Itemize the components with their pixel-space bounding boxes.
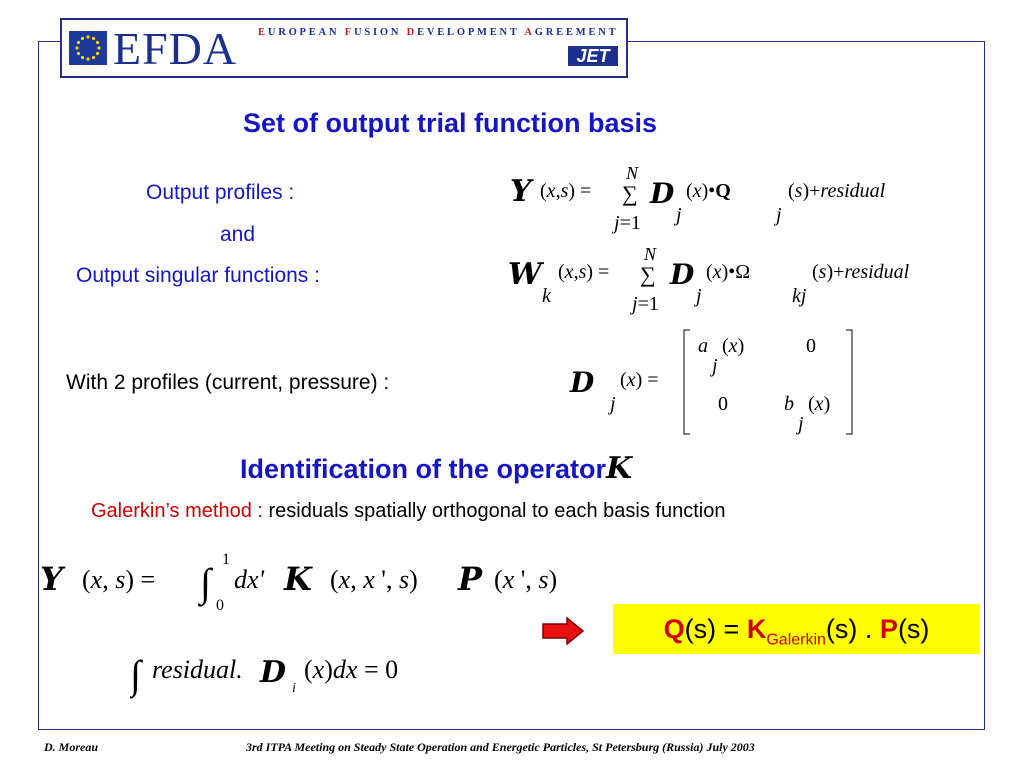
section1-title: Set of output trial function basis	[243, 108, 657, 138]
result-s2: (s) .	[825, 614, 880, 644]
svg-text:(x)•Ω: (x)•Ω	[706, 261, 750, 283]
svg-text:∑: ∑	[640, 262, 656, 287]
svg-text:j: j	[673, 204, 682, 226]
galerkin-result-box: Q(s) = KGalerkin(s) . P(s)	[613, 604, 980, 654]
svg-text:N: N	[643, 244, 657, 264]
svg-text:j: j	[709, 355, 718, 377]
jet-logo: JET	[568, 46, 618, 66]
svg-text:(s)+residual: (s)+residual	[812, 261, 910, 283]
efda-logo-text: EFDA	[113, 23, 238, 74]
equation-residual-orthogonal: ∫ residual. D i (x)dx = 0	[127, 640, 490, 709]
result-s3: (s)	[897, 614, 930, 644]
svg-text:0: 0	[216, 597, 224, 614]
svg-text:(s)+residual: (s)+residual	[788, 180, 886, 202]
svg-text:i: i	[292, 681, 296, 696]
eu-flag-icon	[69, 31, 107, 65]
equation-output-profiles: Y (x,s) = N ∑ j=1 D j (x)•Q j (s)+residu…	[508, 163, 948, 249]
galerkin-method-line: Galerkin’s method : residuals spatially …	[91, 500, 725, 523]
svg-text:0: 0	[718, 393, 728, 415]
svg-text:0: 0	[806, 335, 816, 357]
equation-output-singular: W k (x,s) = N ∑ j=1 D j (x)•Ω kj (s)+res…	[506, 244, 976, 330]
svg-text:j=1: j=1	[629, 293, 659, 315]
equation-matrix-d: D j (x) = a j (x) 0 0 b j (x)	[566, 326, 866, 443]
section2-title: Identification of the operatorK	[240, 451, 632, 486]
svg-text:j: j	[795, 413, 804, 435]
svg-text:N: N	[625, 163, 639, 183]
svg-text:(x): (x)	[808, 393, 830, 415]
operator-k-symbol: K	[606, 451, 633, 486]
result-galerkin-subscript: Galerkin	[766, 631, 826, 649]
galerkin-method-text: residuals spatially orthogonal to each b…	[262, 500, 726, 522]
efda-word-3-initial: D	[406, 27, 418, 38]
section2-title-text: Identification of the operator	[240, 454, 607, 484]
profiles-note: With 2 profiles (current, pressure) :	[66, 371, 390, 394]
svg-text:dx': dx'	[234, 565, 265, 594]
svg-text:j: j	[693, 285, 702, 307]
result-q: Q	[663, 614, 685, 644]
svg-text:Y: Y	[510, 174, 534, 209]
svg-text:W: W	[508, 257, 545, 292]
efda-word-1: UROPEAN	[267, 27, 345, 38]
efda-word-2-initial: F	[344, 27, 354, 38]
svg-text:D: D	[669, 258, 695, 291]
svg-text:Y: Y	[40, 560, 66, 598]
svg-text:∫: ∫	[197, 560, 214, 607]
svg-text:∫: ∫	[130, 652, 144, 699]
svg-text:∑: ∑	[622, 181, 638, 206]
efda-word-4-initial: A	[524, 27, 535, 38]
svg-text:j: j	[607, 393, 616, 415]
output-profiles-label: Output profiles :	[146, 181, 295, 204]
svg-text:D: D	[569, 366, 595, 399]
svg-text:k: k	[542, 285, 552, 307]
svg-text:(x, x ', s): (x, x ', s)	[330, 565, 418, 594]
svg-text:(x, s) =: (x, s) =	[82, 565, 155, 594]
galerkin-method-label: Galerkin’s method :	[91, 500, 263, 522]
svg-text:D: D	[259, 655, 286, 690]
svg-text:b: b	[784, 393, 794, 415]
efda-full-name: EUROPEAN FUSION DEVELOPMENT AGREEMENT	[258, 27, 618, 38]
svg-text:j=1: j=1	[611, 212, 641, 234]
right-arrow-icon	[541, 616, 585, 650]
footer-meeting: 3rd ITPA Meeting on Steady State Operati…	[246, 740, 755, 754]
svg-text:D: D	[649, 177, 675, 210]
svg-text:residual.: residual.	[152, 655, 243, 684]
svg-text:(x)•Q: (x)•Q	[686, 180, 731, 202]
footer-author: D. Moreau	[44, 740, 99, 754]
svg-text:(x)dx = 0: (x)dx = 0	[304, 655, 398, 684]
svg-text:j: j	[773, 204, 782, 226]
svg-text:a: a	[698, 335, 708, 357]
result-s1: (s) =	[684, 614, 747, 644]
svg-text:(x,s) =: (x,s) =	[540, 180, 591, 202]
equation-integral-operator: Y (x, s) = ∫ 1 0 dx' K (x, x ', s) P (x …	[38, 544, 598, 621]
efda-word-1-initial: E	[258, 27, 268, 38]
svg-text:K: K	[283, 560, 313, 598]
result-k: K	[746, 614, 767, 644]
svg-text:kj: kj	[792, 285, 807, 307]
svg-text:(x) =: (x) =	[620, 369, 659, 391]
svg-text:P: P	[457, 560, 483, 598]
efda-word-3: EVELOPMENT	[417, 27, 525, 38]
efda-logo-banner: EFDA EUROPEAN FUSION DEVELOPMENT AGREEME…	[60, 18, 628, 78]
efda-word-2: USION	[353, 27, 407, 38]
and-label: and	[220, 223, 256, 246]
svg-text:(x ', s): (x ', s)	[494, 565, 557, 594]
svg-text:1: 1	[222, 551, 230, 568]
svg-text:(x,s) =: (x,s) =	[558, 261, 609, 283]
output-singular-label: Output singular functions :	[76, 264, 320, 287]
svg-text:(x): (x)	[722, 335, 744, 357]
efda-word-4: GREEMENT	[534, 27, 619, 38]
result-p: P	[879, 614, 898, 644]
